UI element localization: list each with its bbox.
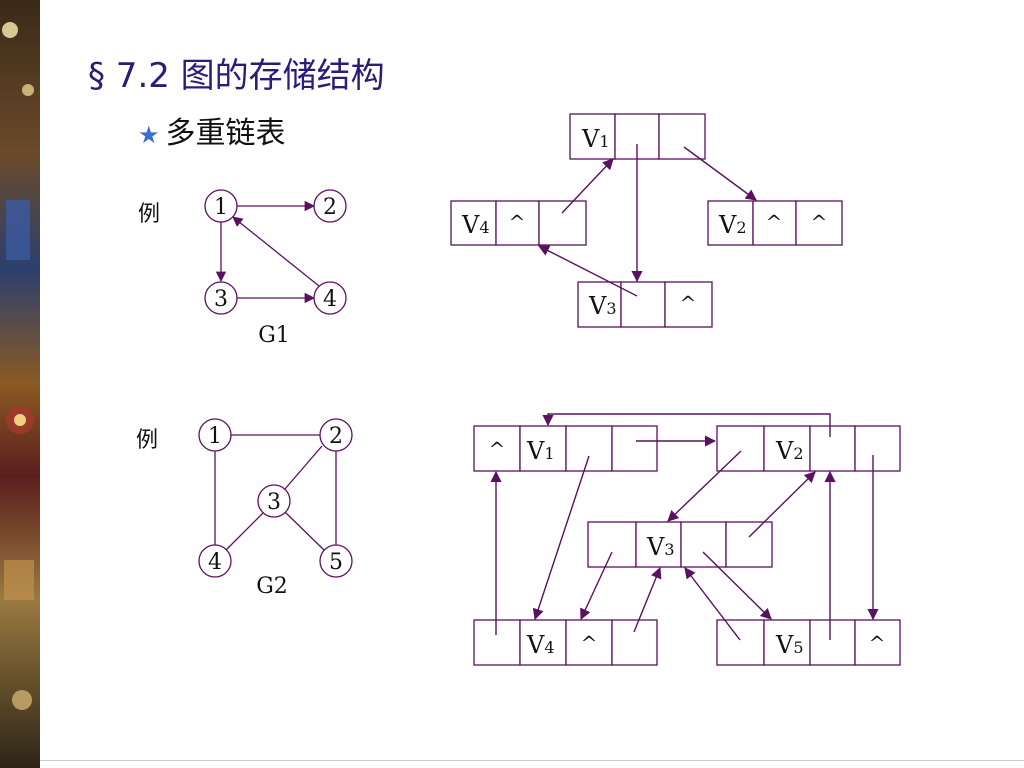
bullet-heading: ★多重链表 [138,108,286,152]
list1-v2-letter: V [718,211,737,239]
svg-text:V2: V2 [718,211,747,239]
svg-text:V1: V1 [526,437,555,465]
footer-divider [40,760,1024,761]
g2-node-3: 3 [257,484,291,518]
graph-g2: 1 2 3 4 5 G2 [198,418,353,599]
list2-arrow-v2-to-v3 [667,450,742,522]
list2-v3-letter: V [646,533,665,561]
svg-text:V2: V2 [775,437,804,465]
list2-v5-sub: 5 [793,638,803,657]
svg-text:V3: V3 [646,533,675,561]
g1-node-3-label: 3 [214,287,228,312]
list1-v4-letter: V [461,211,480,239]
list2-v3-sub: 3 [664,540,674,559]
list2-v5-cell4: ^ [869,631,886,655]
list2-node-v3: V3 [587,521,773,568]
multilist-2: ^ V1 V2 V3 [473,413,901,666]
g2-node-5: 5 [319,544,353,578]
list2-arrow-v1-to-v4 [532,455,590,621]
g1-node-2: 2 [313,189,347,223]
list1-v4-sub: 4 [479,218,489,237]
g2-node-1-label: 1 [208,424,222,449]
decorative-side-strip [0,0,40,768]
list1-v2-cell3: ^ [811,210,828,234]
example1-label: 例 [138,202,161,227]
g2-node-4: 4 [198,544,232,578]
svg-text:V3: V3 [588,292,617,320]
list1-v3-letter: V [588,292,607,320]
example2-label: 例 [136,428,159,453]
slide-title: § 7.2 图的存储结构 [88,56,385,96]
list2-arrow-v5-to-v3 [684,567,741,641]
list1-v3-cell3: ^ [680,291,697,315]
list2-v1-cell1: ^ [489,437,506,461]
list1-node-v3: V3 ^ [577,281,713,328]
g2-node-4-label: 4 [208,550,222,575]
g1-label: G1 [258,323,290,348]
list2-v1-letter: V [526,437,545,465]
g1-node-1: 1 [204,189,238,223]
list1-arrow-v3-to-v4 [538,245,638,297]
list1-v1-sub: 1 [599,132,609,151]
g1-node-1-label: 1 [214,195,228,220]
list1-v1-letter: V [581,125,600,153]
list1-node-v1: V1 [569,113,706,160]
g1-node-3: 3 [204,281,238,315]
list2-arrow-v3-to-v2 [748,471,816,538]
g2-node-5-label: 5 [329,550,343,575]
multilist-1: V1 V4 ^ V2 ^ ^ V3 ^ [450,113,843,328]
g1-node-2-label: 2 [323,195,337,220]
g1-node-4: 4 [313,281,347,315]
svg-text:V4: V4 [526,631,555,659]
g2-label: G2 [256,574,288,599]
list2-v2-sub: 2 [793,444,803,463]
g2-edge-3-4 [225,511,265,551]
list1-node-v2: V2 ^ ^ [707,200,843,246]
list2-arrow-v3-to-v5 [702,551,772,620]
g2-node-2-label: 2 [329,424,343,449]
list2-arrow-v2-top-to-v1 [542,413,831,437]
list1-arrow-v4-to-v1 [561,158,614,214]
star-icon: ★ [138,121,160,149]
list1-v3-sub: 3 [606,299,616,318]
list1-v4-cell2: ^ [509,210,526,234]
list2-v4-letter: V [526,631,545,659]
list2-v4-sub: 4 [544,638,554,657]
list2-v2-letter: V [775,437,794,465]
list2-v1-sub: 1 [544,444,554,463]
list2-arrow-v4-to-v3 [633,566,662,633]
list2-v4-cell3: ^ [581,631,598,655]
g2-edge-2-3 [284,445,323,490]
g1-node-4-label: 4 [323,287,337,312]
list2-node-v1: ^ V1 [473,425,658,472]
g2-edge-3-5 [284,511,325,551]
svg-text:V1: V1 [581,125,610,153]
list2-v5-letter: V [775,631,794,659]
list1-node-v4: V4 ^ [450,200,587,246]
list1-v2-cell2: ^ [766,210,783,234]
g2-node-2: 2 [319,418,353,452]
list2-node-v2: V2 [716,425,901,472]
svg-text:V4: V4 [461,211,490,239]
list1-arrow-v1-to-v2 [683,146,757,201]
g1-edge-4-1 [232,216,320,287]
list2-arrow-v3-to-v4 [580,551,613,621]
svg-text:V5: V5 [775,631,804,659]
list2-node-v4: V4 ^ [473,619,658,666]
graph-g1: 1 2 3 4 G1 [204,189,347,348]
list2-node-v5: V5 ^ [716,619,901,666]
list1-v2-sub: 2 [736,218,746,237]
g2-node-3-label: 3 [267,490,281,515]
bullet-text: 多重链表 [165,116,286,151]
g2-node-1: 1 [198,418,232,452]
